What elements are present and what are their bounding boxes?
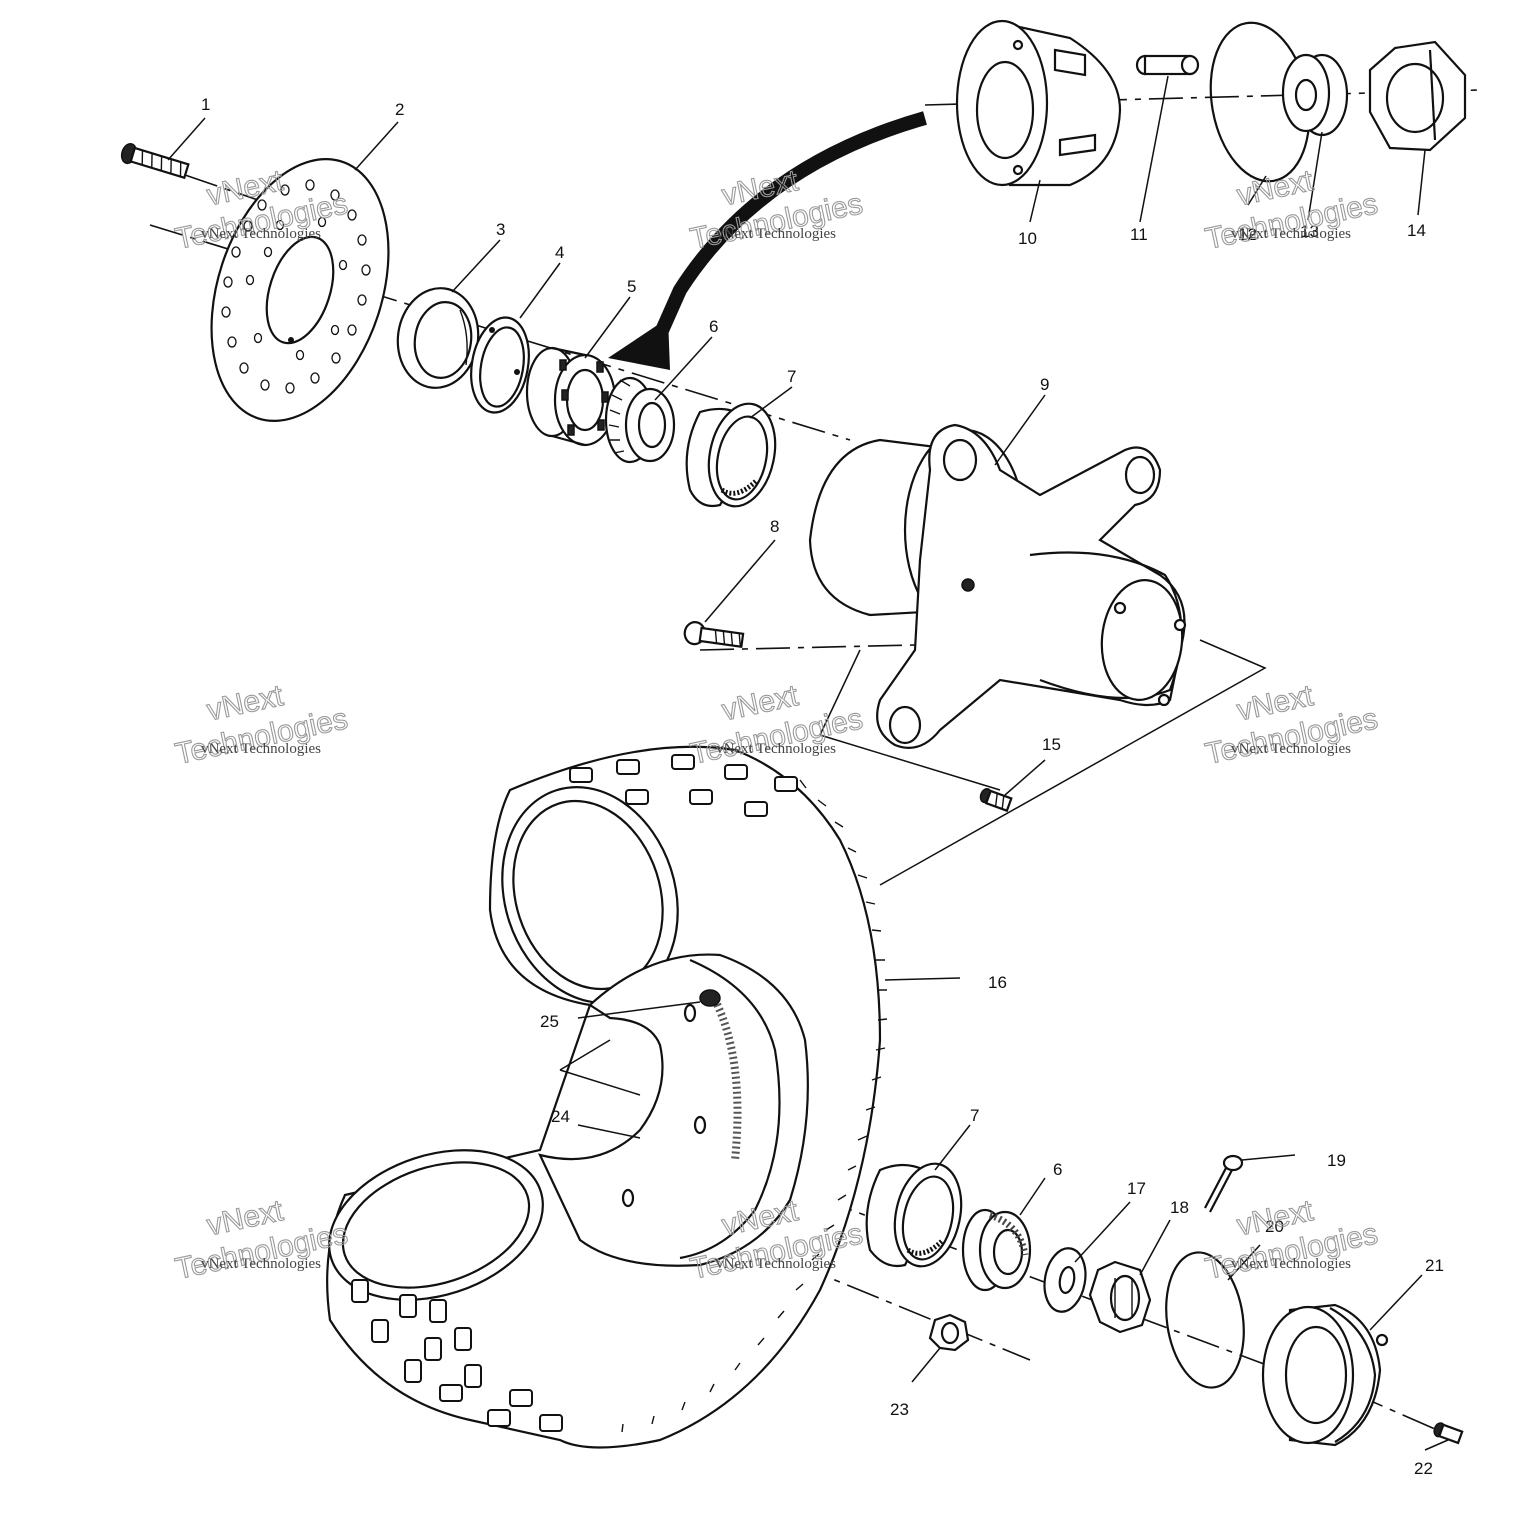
part-4-washer (470, 316, 530, 414)
part-16-tire (326, 745, 888, 1449)
assembly-arrow (608, 111, 927, 370)
part-13-spacer (1281, 53, 1349, 137)
part-23-lug-nut (928, 1313, 970, 1352)
assembly-lines (559, 639, 1267, 1096)
part-5-sprag-cage (525, 346, 617, 447)
callout-4: 4 (555, 243, 564, 262)
leader-lines (167, 75, 1449, 1451)
part-6-bearing-upper (604, 376, 676, 464)
callout-6b: 6 (1053, 1160, 1062, 1179)
callout-15: 15 (1042, 735, 1061, 754)
svg-text:vNext Technologies: vNext Technologies (201, 226, 321, 242)
callout-10: 10 (1018, 229, 1037, 248)
callout-20: 20 (1265, 1217, 1284, 1236)
callout-22: 22 (1414, 1459, 1433, 1478)
part-7-bearing-cup-lower (865, 1162, 963, 1268)
callout-25: 25 (540, 1012, 559, 1031)
callout-11: 11 (1130, 225, 1148, 244)
part-21-hub-cap (1261, 1303, 1389, 1447)
part-14-nut (1368, 40, 1467, 152)
part-6-bearing-lower (961, 1208, 1032, 1292)
callout-12: 12 (1238, 225, 1257, 244)
part-3-seal (396, 287, 480, 389)
part-15-set-screw (979, 788, 1013, 813)
part-11-pin (1135, 54, 1200, 76)
part-20-o-ring (1165, 1251, 1245, 1389)
callout-17: 17 (1127, 1179, 1146, 1198)
svg-text:vNext Technologies: vNext Technologies (201, 741, 321, 757)
callout-13: 13 (1300, 222, 1319, 241)
callout-6: 6 (709, 317, 718, 336)
callout-labels: 1 2 3 4 5 6 7 8 9 10 11 12 13 14 15 16 2… (201, 95, 1444, 1478)
part-25-valve-stem (699, 989, 721, 1007)
svg-text:vNext Technologies: vNext Technologies (716, 226, 836, 242)
part-19-cotter-pin (1204, 1154, 1244, 1213)
part-17-washer (1043, 1247, 1087, 1313)
callout-9: 9 (1040, 375, 1049, 394)
callout-16: 16 (988, 973, 1007, 992)
callout-1: 1 (201, 95, 210, 114)
watermark: vNext Technologies vNext Technologies (172, 679, 351, 772)
svg-text:vNext Technologies: vNext Technologies (716, 1256, 836, 1272)
callout-23: 23 (890, 1400, 909, 1419)
watermark: vNext Technologies vNext Technologies (1202, 164, 1381, 257)
callout-19: 19 (1327, 1151, 1346, 1170)
part-24-rim (538, 953, 809, 1267)
callout-8: 8 (770, 517, 779, 536)
callout-2: 2 (395, 100, 404, 119)
callout-7b: 7 (970, 1106, 979, 1125)
callout-3: 3 (496, 220, 505, 239)
svg-text:vNext Technologies: vNext Technologies (716, 741, 836, 757)
svg-text:vNext Technologies: vNext Technologies (1231, 741, 1351, 757)
callout-7: 7 (787, 367, 796, 386)
part-18-castle-nut (1088, 1260, 1152, 1334)
watermark: vNext Technologies vNext Technologies (172, 1194, 351, 1287)
part-7-bearing-cup-upper (685, 402, 777, 508)
part-9-hub-knuckle (808, 423, 1187, 749)
callout-14: 14 (1407, 221, 1426, 240)
part-22-screw (1433, 1422, 1464, 1445)
callout-18: 18 (1170, 1198, 1189, 1217)
svg-text:vNext Technologies: vNext Technologies (1231, 1256, 1351, 1272)
callout-24: 24 (551, 1107, 570, 1126)
svg-text:vNext Technologies: vNext Technologies (1231, 226, 1351, 242)
svg-text:vNext Technologies: vNext Technologies (201, 1256, 321, 1272)
watermark: vNext Technologies vNext Technologies (1202, 679, 1381, 772)
part-1-bolt (120, 143, 190, 180)
part-2-brake-disc (210, 158, 390, 422)
part-8-bolt (683, 621, 745, 648)
callout-21: 21 (1425, 1256, 1444, 1275)
callout-5: 5 (627, 277, 636, 296)
part-10-sprag-housing (955, 19, 1122, 187)
watermark: vNext Technologies vNext Technologies (1202, 1194, 1381, 1287)
